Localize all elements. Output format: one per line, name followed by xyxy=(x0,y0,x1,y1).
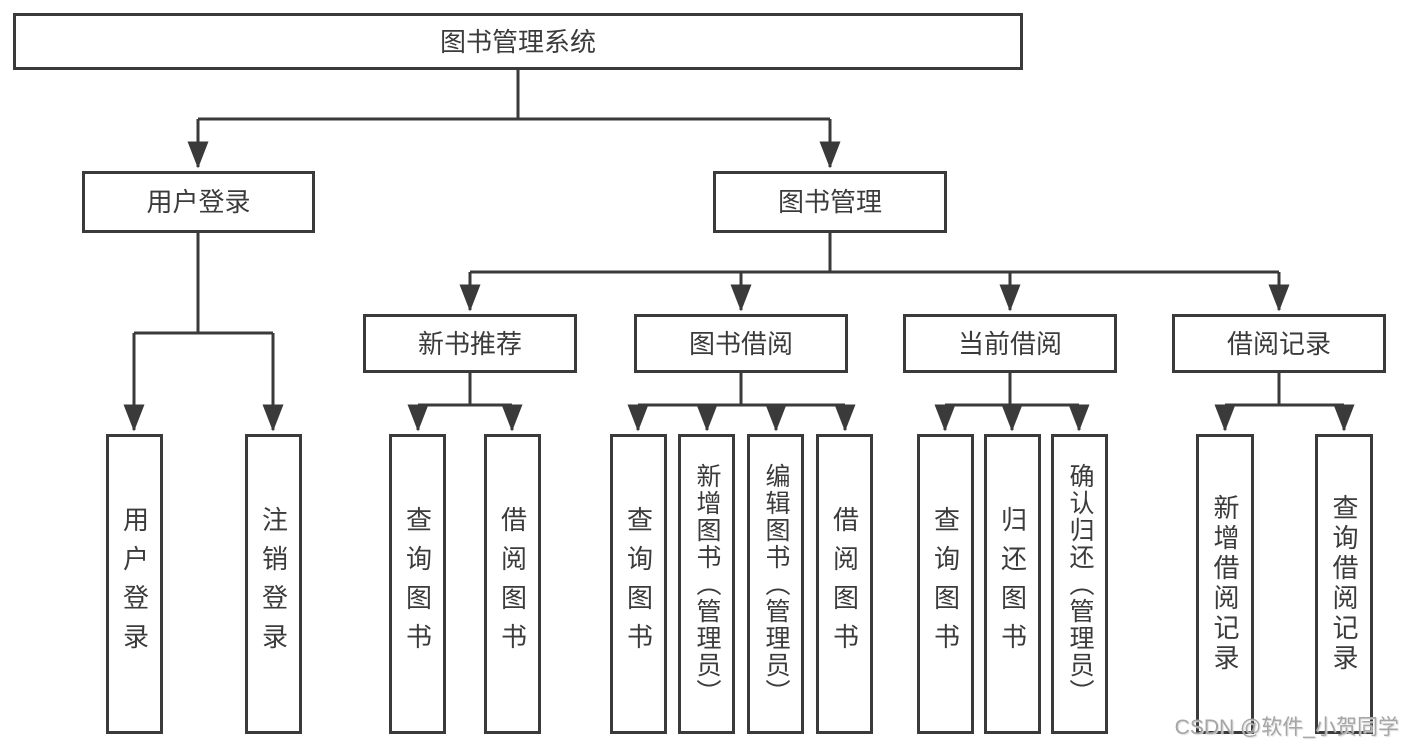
node-current-borrowing: 当前借阅 xyxy=(903,314,1117,373)
watermark: CSDN @软件_小贺同学 xyxy=(1174,716,1399,739)
node-leaf-query-books: 查询图书 xyxy=(917,434,974,734)
node-label: 查询图书 xyxy=(402,506,433,662)
node-leaf-query-books: 查询图书 xyxy=(389,434,446,734)
connector-user-login xyxy=(134,233,273,335)
node-book-borrowing: 图书借阅 xyxy=(634,314,848,373)
node-label: 查询图书 xyxy=(930,506,961,662)
connector-current-borrow xyxy=(945,373,1079,407)
node-label: 借阅图书 xyxy=(497,506,528,662)
node-borrowing-records: 借阅记录 xyxy=(1172,314,1386,373)
connector-book-borrow xyxy=(638,373,845,407)
node-leaf-add-books-admin: 新增图书（管理员） xyxy=(678,434,735,734)
node-leaf-add-borrow-record: 新增借阅记录 xyxy=(1196,434,1254,734)
node-label: 查询借阅记录 xyxy=(1329,494,1359,674)
node-label: 确认归还（管理员） xyxy=(1066,462,1094,706)
node-leaf-confirm-return-admin: 确认归还（管理员） xyxy=(1051,434,1108,734)
node-leaf-logout: 注销登录 xyxy=(245,434,302,734)
node-leaf-edit-books-admin: 编辑图书（管理员） xyxy=(747,434,804,734)
node-label: 注销登录 xyxy=(258,506,289,662)
node-label: 新增借阅记录 xyxy=(1210,494,1240,674)
node-library-system: 图书管理系统 xyxy=(13,13,1023,70)
node-label: 借阅图书 xyxy=(829,506,860,662)
node-leaf-query-borrow-record: 查询借阅记录 xyxy=(1315,434,1373,734)
node-leaf-borrow-books: 借阅图书 xyxy=(484,434,541,734)
node-leaf-query-books: 查询图书 xyxy=(610,434,667,734)
node-label: 查询图书 xyxy=(623,506,654,662)
node-book-management: 图书管理 xyxy=(713,171,947,233)
connector-borrow-records xyxy=(1225,373,1344,407)
connector-root xyxy=(198,70,830,121)
node-label: 归还图书 xyxy=(997,506,1028,662)
node-user-login: 用户登录 xyxy=(82,171,315,233)
node-new-book-recommend: 新书推荐 xyxy=(363,314,577,373)
node-label: 用户登录 xyxy=(119,506,150,662)
connector-book-management xyxy=(470,233,1279,274)
node-leaf-borrow-books: 借阅图书 xyxy=(816,434,873,734)
node-leaf-return-books: 归还图书 xyxy=(984,434,1041,734)
node-leaf-user-login: 用户登录 xyxy=(106,434,163,734)
node-label: 新增图书（管理员） xyxy=(693,462,721,706)
connector-new-book xyxy=(418,373,512,407)
node-label: 编辑图书（管理员） xyxy=(762,462,790,706)
